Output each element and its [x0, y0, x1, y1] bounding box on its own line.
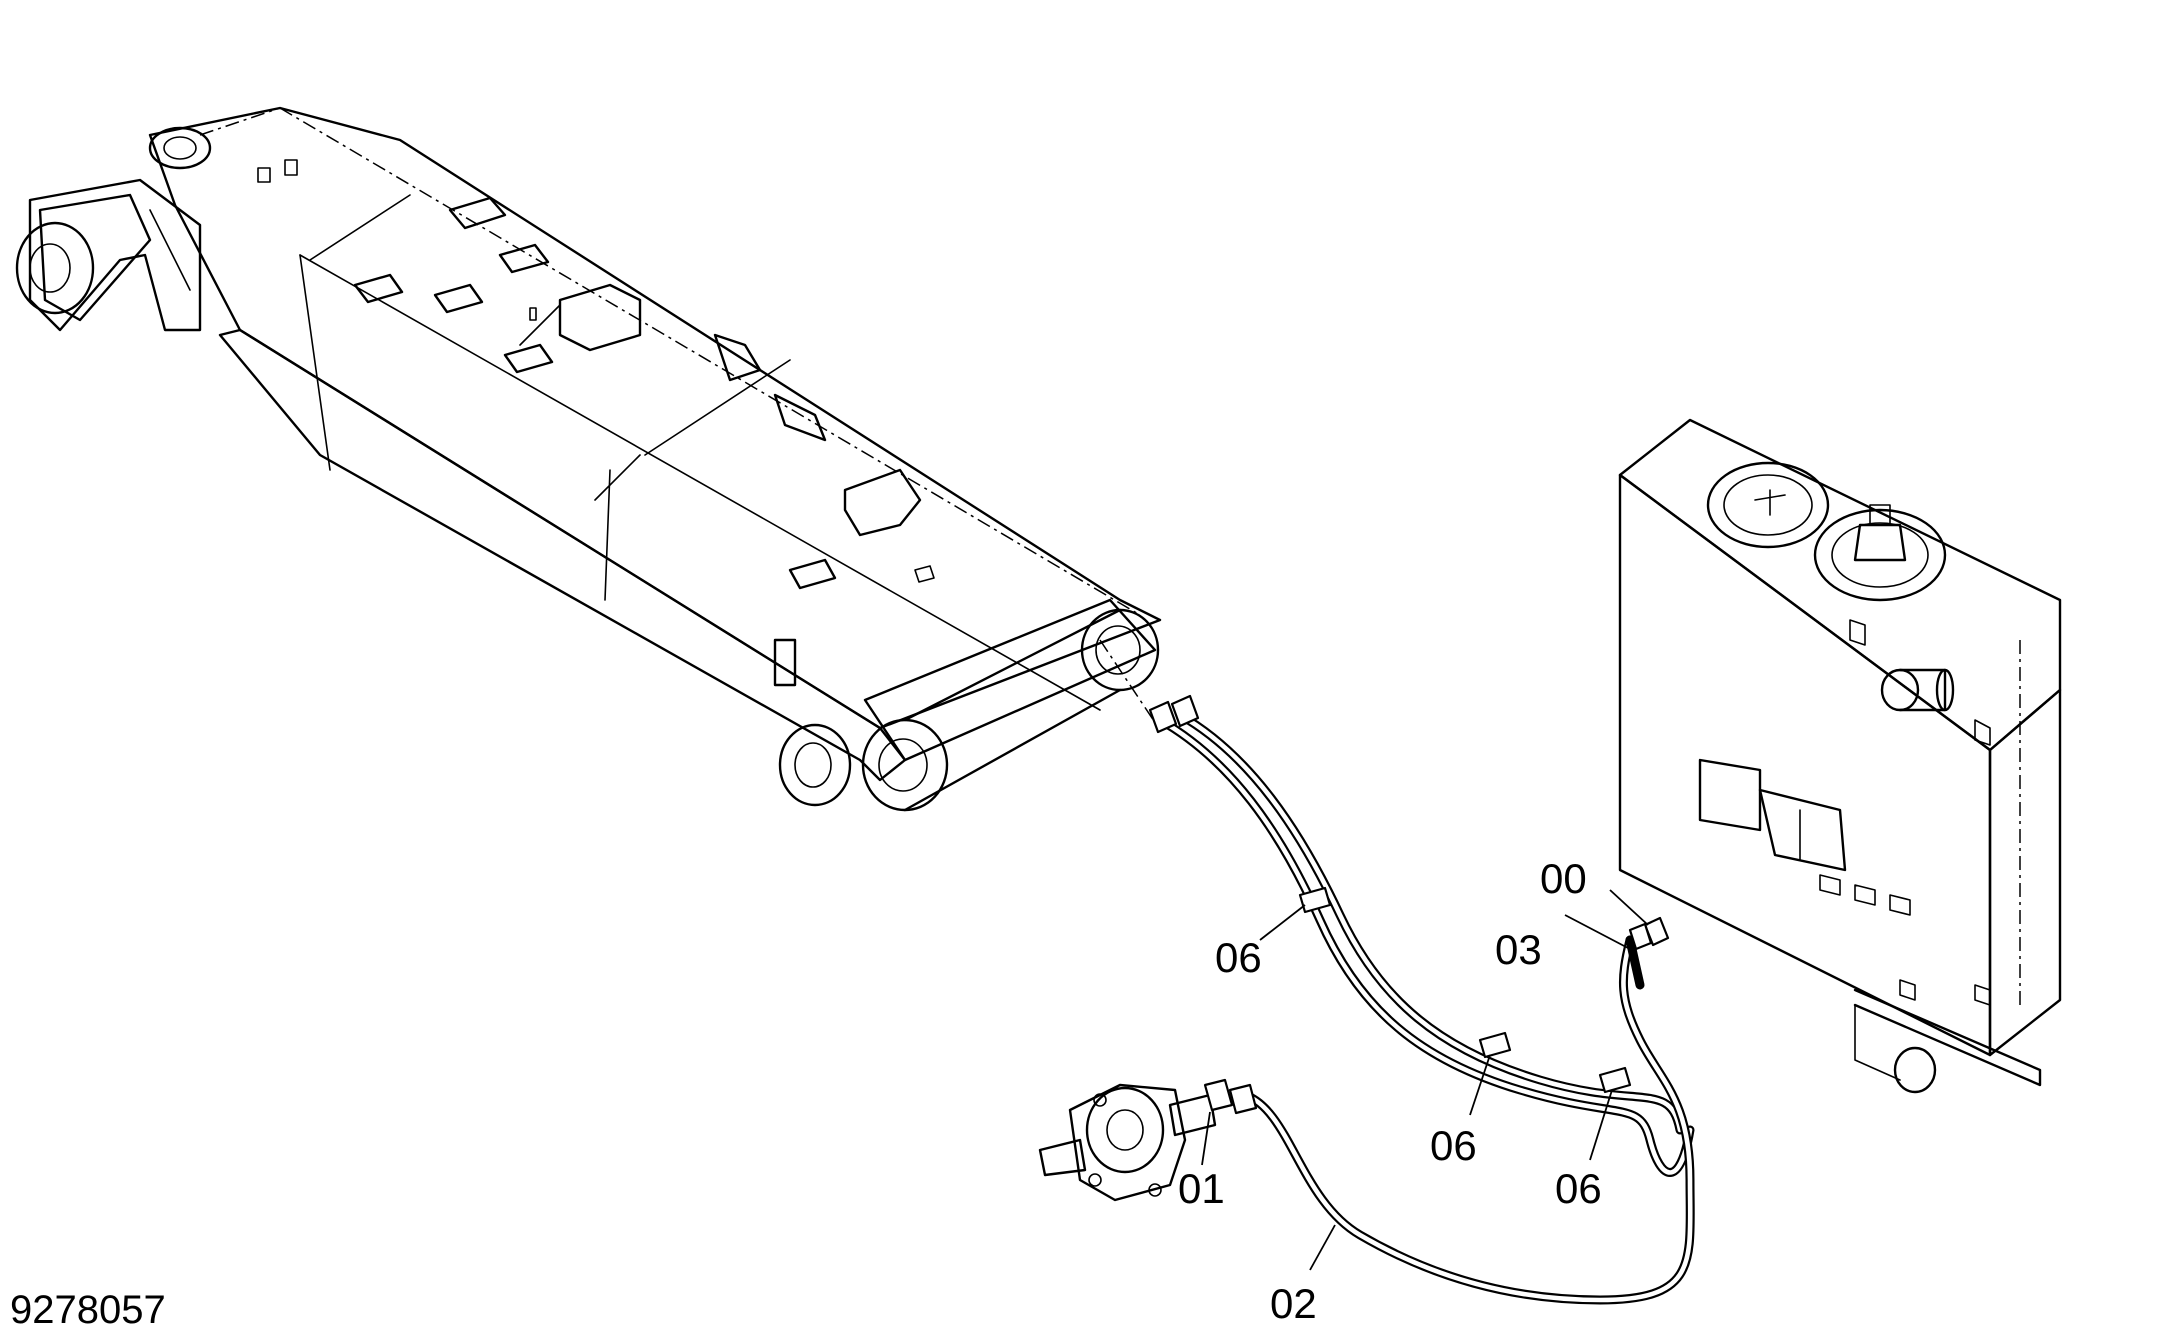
control-valve [1038, 1083, 1217, 1202]
callout-part-00: 00 [1540, 855, 1587, 902]
hydraulic-tank [1618, 418, 2062, 1094]
drawing-number: 9278057 [10, 1288, 166, 1332]
callout-part-06-middle: 06 [1430, 1122, 1477, 1169]
callout-part-02: 02 [1270, 1280, 1317, 1327]
leader-lines [1201, 889, 1649, 1271]
callout-part-06-upper: 06 [1215, 934, 1262, 981]
hose-lines [1148, 694, 1695, 1305]
callout-part-01: 01 [1178, 1165, 1225, 1212]
boom-assembly [15, 106, 1162, 812]
callout-part-03: 03 [1495, 926, 1542, 973]
callout-part-06-right: 06 [1555, 1165, 1602, 1212]
